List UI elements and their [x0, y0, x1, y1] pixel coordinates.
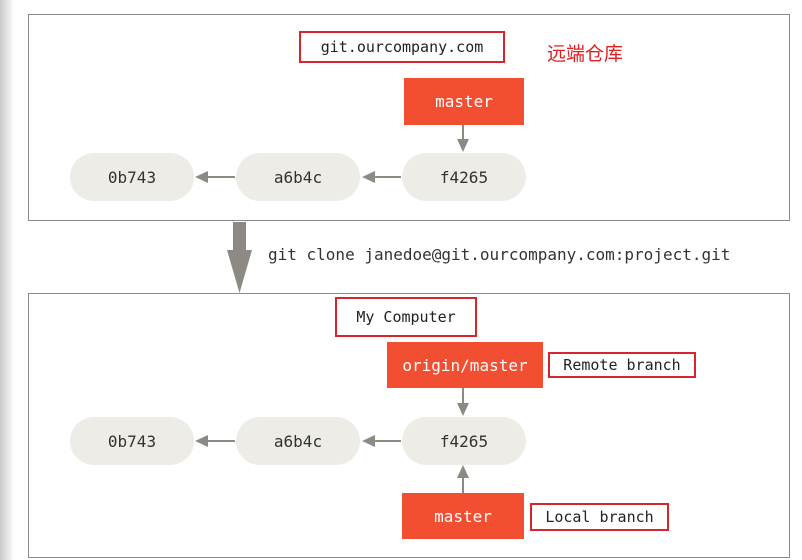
- arrowhead-master-to-f4265: [457, 139, 469, 152]
- local-commit-f4265: f4265: [402, 417, 526, 465]
- window-edge-shadow: [0, 0, 14, 560]
- arrowhead-local-f4265-to-a6b4c: [362, 435, 375, 447]
- arrowhead-local-master-to-f4265: [457, 465, 469, 478]
- clone-command: git clone janedoe@git.ourcompany.com:pro…: [268, 245, 731, 264]
- remote-host-label: git.ourcompany.com: [299, 31, 505, 63]
- remote-commit-a6b4c: a6b4c: [236, 153, 360, 201]
- arrowhead-a6b4c-to-0b743: [195, 171, 208, 183]
- arrowhead-f4265-to-a6b4c: [362, 171, 375, 183]
- arrowhead-origin-master-to-f4265: [457, 403, 469, 416]
- local-computer-title: My Computer: [335, 297, 477, 337]
- local-commit-0b743: 0b743: [70, 417, 194, 465]
- remote-repository-annotation: 远端仓库: [547, 43, 624, 65]
- clone-arrow-head: [227, 250, 252, 293]
- arrowhead-local-a6b4c-to-0b743: [195, 435, 208, 447]
- remote-commit-0b743: 0b743: [70, 153, 194, 201]
- clone-arrow: [227, 222, 252, 293]
- local-commit-a6b4c: a6b4c: [236, 417, 360, 465]
- local-branch-note: Local branch: [530, 503, 669, 531]
- origin-master-branch: origin/master: [387, 342, 543, 388]
- remote-master-branch: master: [404, 78, 524, 125]
- remote-commit-f4265: f4265: [402, 153, 526, 201]
- remote-branch-note: Remote branch: [548, 352, 696, 378]
- clone-arrow-shaft: [233, 222, 246, 252]
- local-master-branch: master: [402, 493, 524, 539]
